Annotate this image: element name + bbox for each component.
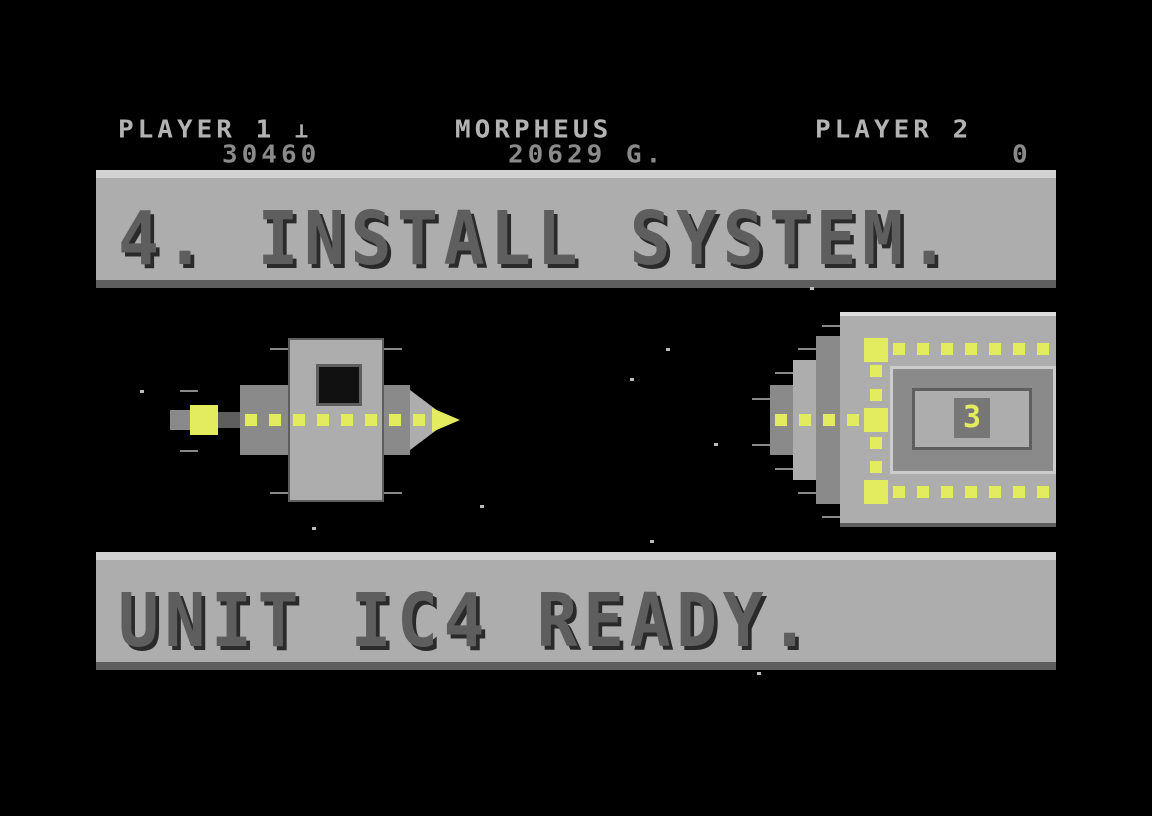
player1-label: PLAYER 1 ⊥ — [118, 115, 313, 145]
status-message: UNIT IC4 READY. — [118, 578, 816, 664]
step-title: 4. INSTALL SYSTEM. — [118, 196, 956, 282]
joystick-icon: ⊥ — [294, 119, 313, 144]
title-banner: 4. INSTALL SYSTEM. — [96, 170, 1056, 288]
status-banner: UNIT IC4 READY. — [96, 552, 1056, 670]
ship-name: MORPHEUS — [455, 115, 613, 145]
player1-score: 30460 — [222, 140, 321, 170]
credits: 20629 G. — [508, 140, 666, 170]
player2-label: PLAYER 2 — [815, 115, 973, 145]
slot-label: 3 — [954, 398, 990, 438]
player2-score: 0 — [1012, 140, 1032, 170]
